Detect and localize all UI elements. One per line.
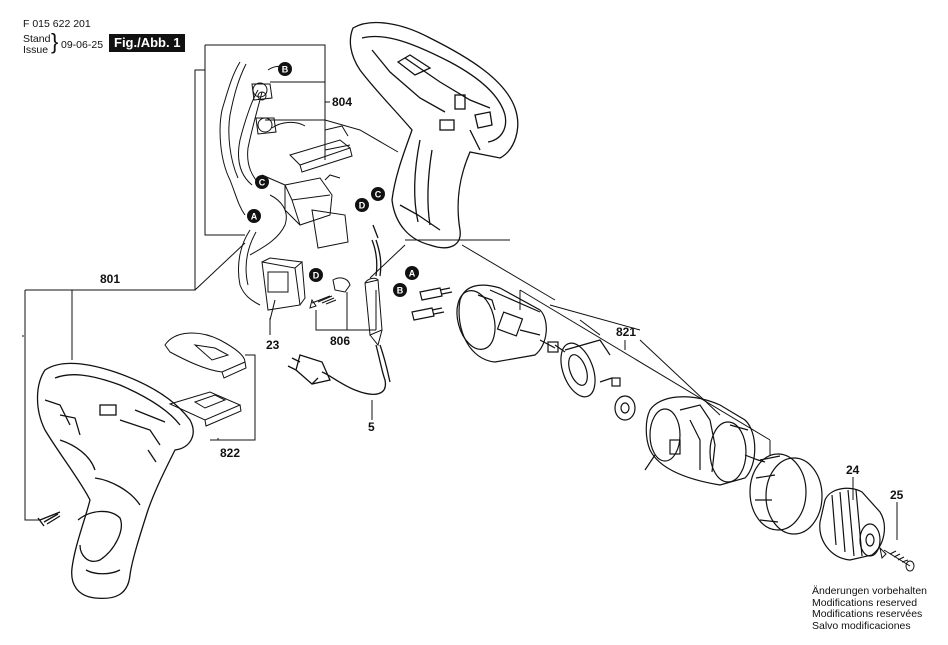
part-label-822: 822	[220, 446, 240, 460]
note-line-en: Modifications reserved	[812, 596, 918, 609]
svg-text:B: B	[397, 286, 404, 296]
badge-d-upper: D	[355, 198, 369, 212]
svg-text:C: C	[259, 178, 266, 188]
svg-text:D: D	[359, 201, 366, 211]
badge-a-left: A	[247, 209, 261, 223]
capacitor-23	[237, 229, 306, 321]
wiring-harness-804	[219, 61, 353, 256]
badge-d-lower: D	[309, 268, 323, 282]
part-label-25: 25	[890, 488, 904, 502]
modifications-note: Änderungen vorbehalten Modifications res…	[812, 585, 928, 632]
cable-clamp-806	[309, 277, 383, 347]
badge-a-right: A	[405, 266, 419, 280]
stand-label: Stand	[23, 33, 51, 45]
badge-b-top: B	[278, 62, 292, 76]
gearbox-assembly	[644, 396, 766, 486]
note-line-de: Änderungen vorbehalten	[812, 585, 928, 597]
connector-badges: B C A D C D A	[247, 62, 419, 297]
figure-tag: Fig./Abb. 1	[109, 34, 186, 52]
part-label-23: 23	[266, 338, 280, 352]
chuck-sleeve	[749, 453, 823, 535]
note-line-fr: Modifications reservées	[812, 608, 923, 620]
callout-frame-lines	[22, 44, 898, 540]
part-number-labels: 804 801 23 806 5 822 821 24 25	[100, 95, 904, 502]
svg-text:A: A	[251, 212, 258, 222]
issue-label: Issue	[23, 44, 49, 56]
part-label-5: 5	[368, 420, 375, 434]
chuck-screw-25	[879, 546, 915, 572]
brace-glyph: }	[51, 29, 59, 54]
note-line-es: Salvo modificaciones	[812, 619, 911, 632]
svg-text:C: C	[375, 190, 382, 200]
badge-b-right: B	[393, 283, 407, 297]
issue-date: 09-06-25	[61, 39, 104, 51]
document-number: F 015 622 201	[23, 18, 91, 30]
svg-text:A: A	[409, 269, 416, 279]
part-label-804: 804	[332, 95, 352, 109]
svg-text:B: B	[282, 65, 289, 75]
badge-c-upper: C	[371, 187, 385, 201]
switch-cover-822	[164, 332, 247, 427]
part-label-821: 821	[616, 325, 636, 339]
svg-text:D: D	[313, 271, 320, 281]
badge-c-left: C	[255, 175, 269, 189]
part-label-806: 806	[330, 334, 350, 348]
part-label-801: 801	[100, 272, 120, 286]
motor-assembly	[411, 284, 636, 421]
power-cord-5	[287, 224, 391, 395]
housing-half-right	[349, 21, 519, 249]
part-label-24: 24	[846, 463, 860, 477]
handle-half-801	[36, 362, 194, 600]
keyless-chuck-24	[819, 487, 886, 561]
